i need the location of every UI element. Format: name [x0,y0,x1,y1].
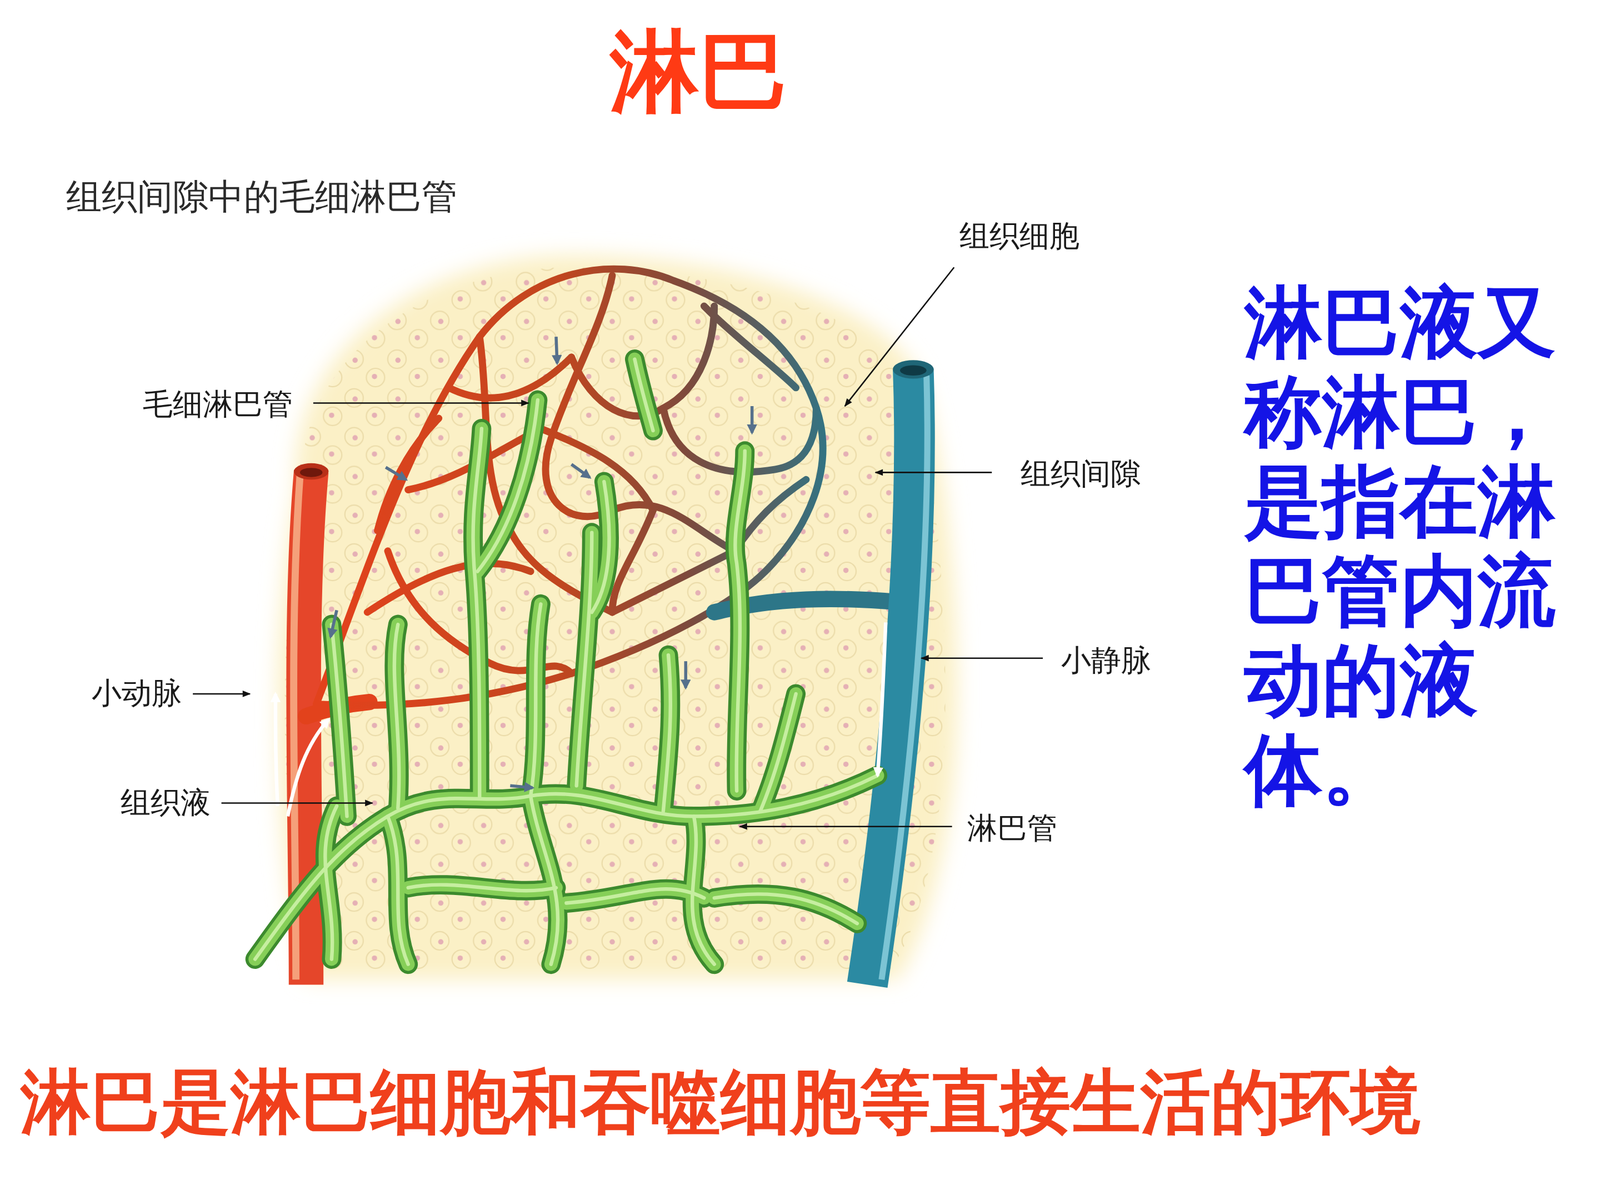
part-label: 组织细胞 [959,220,1080,253]
part-label: 淋巴管 [967,812,1058,845]
slide-title: 淋巴 [610,22,788,121]
figure-subtitle: 组织间隙中的毛细淋巴管 [66,177,458,217]
definition-note: 淋巴液又称淋巴，是指在淋巴管内流动的液体。 [1244,277,1595,815]
slide-caption: 淋巴是淋巴细胞和吞噬细胞等直接生活的环境 [20,1063,1421,1142]
part-label: 毛细淋巴管 [142,388,293,422]
part-label: 小动脉 [91,677,182,710]
leader-line [192,267,1043,827]
part-label: 小静脉 [1061,644,1152,678]
part-label: 组织间隙 [1020,457,1141,491]
part-label: 组织液 [120,786,211,820]
